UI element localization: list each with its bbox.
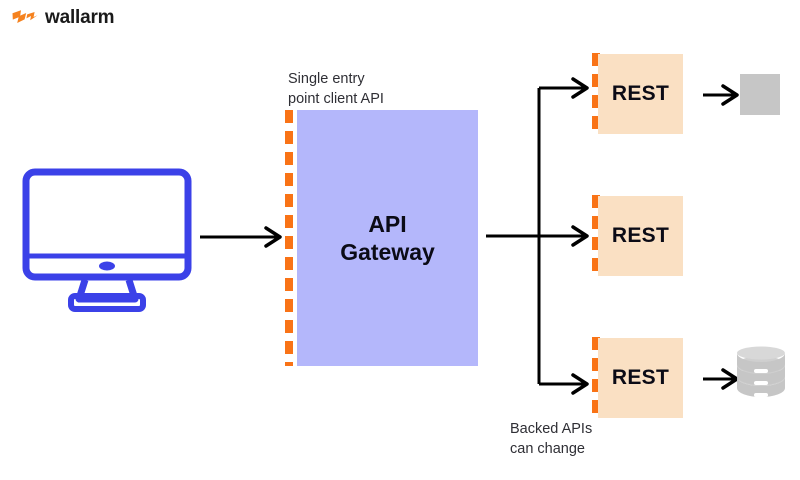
gateway-trust-boundary <box>285 110 293 366</box>
backend-apis-can-change-label: Backed APIs can change <box>510 421 593 457</box>
backend-rest-box-2: REST <box>598 196 683 276</box>
api-gateway-label: API Gateway <box>340 210 435 265</box>
arrow-gateway-to-backends <box>486 77 592 402</box>
arrow-right-icon <box>703 84 739 106</box>
desktop-monitor-icon <box>22 168 192 312</box>
backend-rest-label-1: REST <box>611 82 670 105</box>
arrow-backend-1-to-service <box>703 84 741 106</box>
database-cylinder-icon <box>737 346 785 397</box>
backend-rest-box-1: REST <box>598 54 683 134</box>
backend-boundary-2 <box>592 195 600 275</box>
api-gateway-box: API Gateway <box>297 110 478 366</box>
client-monitor <box>22 168 192 313</box>
backend-rest-box-3: REST <box>598 338 683 418</box>
branching-arrow-icon <box>486 77 589 395</box>
arrow-client-to-gateway <box>200 226 284 248</box>
database-target <box>735 346 787 410</box>
backend-rest-label-3: REST <box>611 366 670 389</box>
backend-boundary-3 <box>592 337 600 417</box>
wallarm-bolt-icon <box>12 10 38 23</box>
backend-rest-label-2: REST <box>611 224 670 247</box>
wallarm-wordmark: wallarm <box>45 7 115 28</box>
gray-square-placeholder-icon <box>740 74 780 115</box>
backend-boundary-1 <box>592 53 600 133</box>
wallarm-logo: wallarm <box>12 7 115 28</box>
arrow-right-icon <box>200 226 282 248</box>
single-entry-point-label: Single entry point client API <box>288 71 384 107</box>
